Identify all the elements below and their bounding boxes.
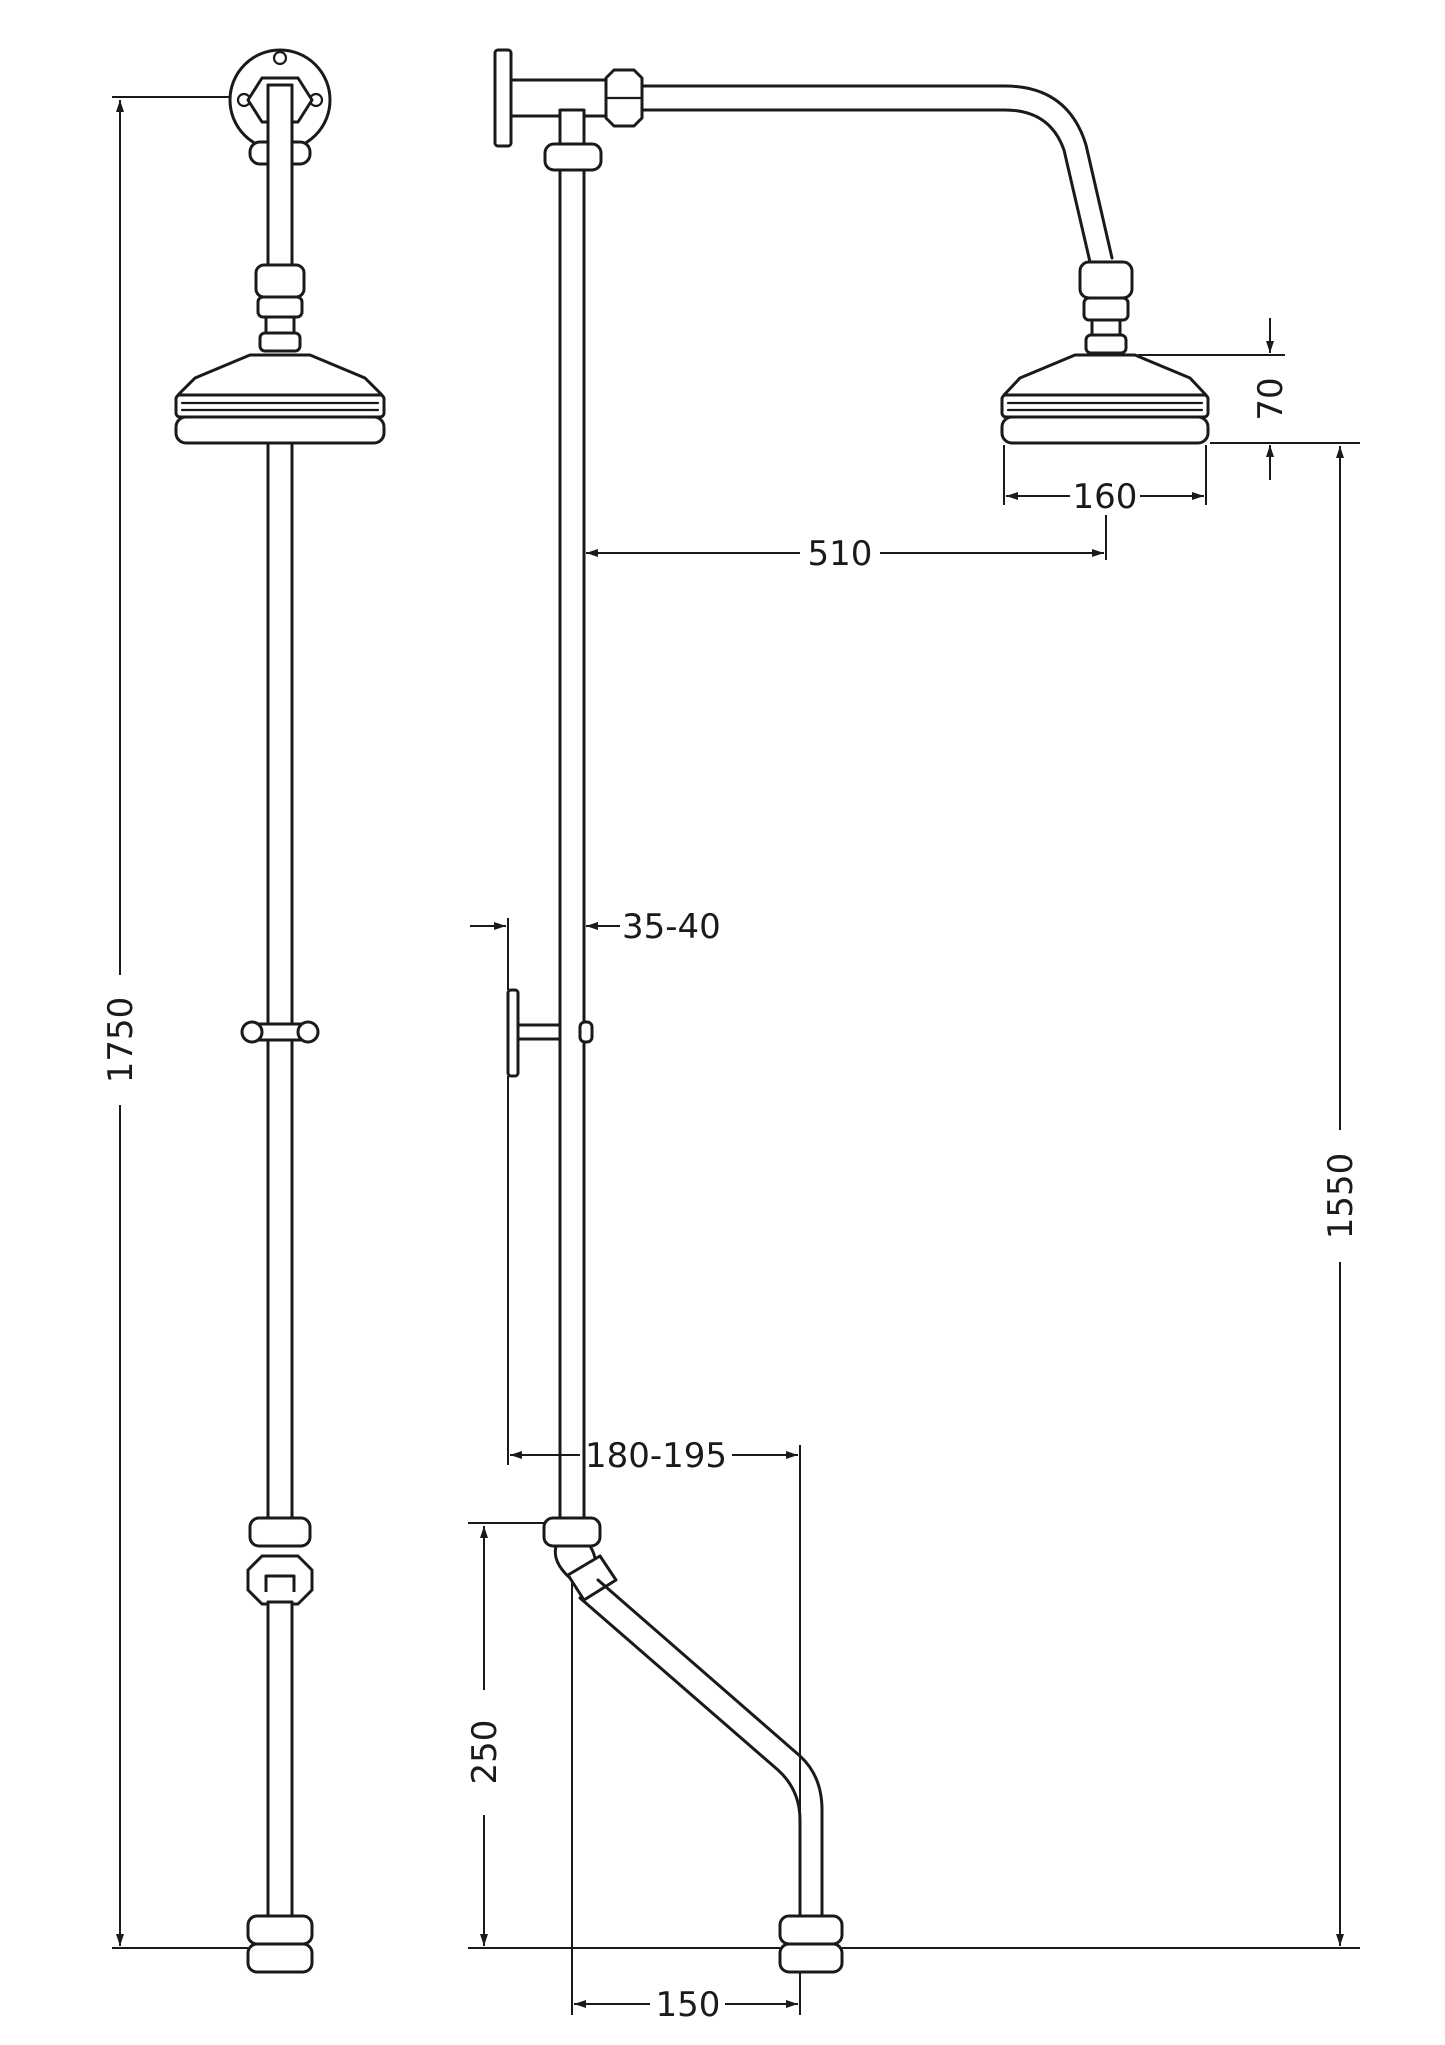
dimension-inlet-height: 250 bbox=[465, 1522, 780, 1949]
side-shower-arm bbox=[640, 84, 1114, 260]
front-view bbox=[174, 48, 386, 1974]
side-swivel-joint bbox=[1078, 260, 1134, 355]
dimension-bracket-depth: 35-40 bbox=[470, 907, 721, 990]
side-inlet-leg bbox=[578, 1596, 802, 1922]
front-handset-bracket bbox=[240, 1020, 320, 1044]
side-view bbox=[493, 48, 1210, 1974]
dimension-label-1550: 1550 bbox=[1321, 1153, 1361, 1240]
front-swivel-joint bbox=[254, 263, 306, 353]
dimension-overall-height: 1750 bbox=[101, 96, 248, 1949]
side-wall-plate bbox=[493, 48, 513, 148]
side-riser-pipe bbox=[558, 168, 586, 1522]
dimension-label-180-195: 180-195 bbox=[585, 1436, 727, 1476]
side-shower-head bbox=[1000, 353, 1210, 445]
front-upper-arm bbox=[266, 83, 294, 272]
dimension-label-250: 250 bbox=[465, 1720, 505, 1785]
front-lower-joint bbox=[246, 1516, 314, 1606]
dimension-arm-projection: 510 bbox=[586, 515, 1107, 574]
dimension-riser-offset: 180-195 bbox=[507, 1076, 801, 1915]
dimension-label-35-40: 35-40 bbox=[622, 907, 721, 947]
front-inlet-nut bbox=[246, 1914, 314, 1974]
dimension-inlet-offset: 150 bbox=[571, 1580, 801, 2025]
dimension-head-to-floor: 1550 bbox=[842, 442, 1361, 1949]
dimension-label-70: 70 bbox=[1251, 377, 1291, 420]
front-shower-head bbox=[174, 353, 386, 445]
dimension-label-160: 160 bbox=[1073, 477, 1138, 517]
dimension-label-510: 510 bbox=[808, 534, 873, 574]
side-inlet-nut bbox=[778, 1914, 844, 1974]
dimension-head-diameter: 160 bbox=[1003, 445, 1207, 517]
side-handset-bracket bbox=[506, 988, 594, 1078]
front-riser-pipe bbox=[266, 441, 294, 1522]
dimension-label-150: 150 bbox=[656, 1985, 721, 2025]
dimension-label-1750: 1750 bbox=[101, 997, 141, 1084]
front-inlet-pipe bbox=[266, 1600, 294, 1922]
